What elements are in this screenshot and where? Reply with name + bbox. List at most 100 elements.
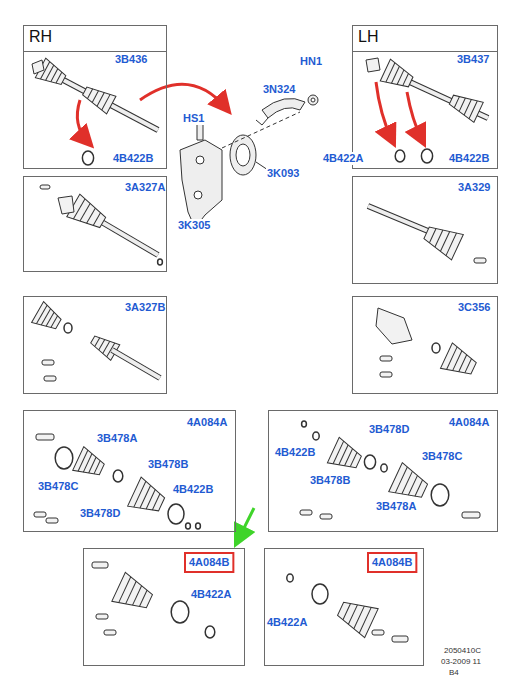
snap-ring xyxy=(313,432,319,440)
callout-number: HS1 xyxy=(182,112,205,125)
bolt xyxy=(320,514,332,519)
snap-ring xyxy=(168,504,184,524)
bolt xyxy=(34,512,46,517)
cv-boot xyxy=(67,194,109,234)
part-number: 3B478B xyxy=(147,458,189,471)
part-number: 4B422B xyxy=(448,152,490,165)
callout-number: HN1 xyxy=(299,55,323,68)
bolt xyxy=(104,630,116,635)
snap-ring xyxy=(312,584,328,604)
part-number: 3B478A xyxy=(375,500,417,513)
side-heading: LH xyxy=(357,28,379,46)
cv-boot xyxy=(334,594,378,637)
cv-boot xyxy=(327,437,364,474)
snap-ring xyxy=(431,484,449,506)
snap-ring xyxy=(364,455,375,469)
part-number: 3B437 xyxy=(456,53,490,66)
cv-joint xyxy=(58,196,74,214)
part-number: 4A084A xyxy=(448,416,490,429)
snap-ring xyxy=(113,470,123,482)
cv-boot xyxy=(128,477,169,519)
shaft xyxy=(112,350,160,378)
shaft xyxy=(52,74,158,130)
cv-boot xyxy=(421,220,464,260)
part-number: 4B422B xyxy=(274,446,316,459)
part-number: 3B436 xyxy=(114,53,148,66)
date-code: 03-2009 11 xyxy=(441,657,481,667)
snap-ring xyxy=(287,574,293,582)
part-number: 4A084B xyxy=(188,556,230,569)
bolt xyxy=(92,562,108,568)
callout-number: 3N324 xyxy=(262,83,296,96)
cv-boot xyxy=(447,90,483,123)
part-number: 4B422A xyxy=(322,152,364,165)
bolt xyxy=(44,376,56,381)
sheet-code: B4 xyxy=(449,668,459,678)
snap-ring xyxy=(432,343,440,353)
part-panel: 3A329 xyxy=(352,176,498,284)
part-panel: 4A084A 3B478A 3B478C 3B478B 3B478D 4B422B xyxy=(23,410,236,532)
callout-number: 3K093 xyxy=(266,167,300,180)
part-number: 4A084B xyxy=(371,556,413,569)
part-panel: 3A327A xyxy=(23,176,167,272)
part-number: 4B422B xyxy=(112,152,154,165)
bolt xyxy=(96,614,108,619)
bolt xyxy=(380,372,392,377)
spline-end xyxy=(32,60,44,74)
bolt xyxy=(392,636,408,642)
cv-boot xyxy=(80,82,116,114)
part-number: 4B422B xyxy=(172,483,214,496)
snap-ring xyxy=(64,323,72,333)
part-number: 3B478C xyxy=(421,450,463,463)
bolt xyxy=(372,630,384,635)
cv-boot xyxy=(112,572,156,615)
center-bearing-assembly xyxy=(180,95,318,228)
part-number: 3A329 xyxy=(457,181,491,194)
part-number: 3A327B xyxy=(124,301,166,314)
part-number: 3B478B xyxy=(309,474,351,487)
snap-ring xyxy=(302,421,307,427)
cv-boot xyxy=(88,332,120,361)
side-heading: RH xyxy=(28,28,53,46)
bolt xyxy=(36,434,54,440)
snap-ring xyxy=(82,151,93,165)
part-number: 3B478C xyxy=(37,480,79,493)
cv-joint xyxy=(376,308,412,344)
bolt xyxy=(462,512,480,518)
part-panel: 3C356 xyxy=(352,296,498,394)
part-number: 3B478D xyxy=(79,507,121,520)
part-number: 3B478A xyxy=(96,432,138,445)
bolt xyxy=(380,356,392,361)
snap-ring xyxy=(55,447,73,469)
bolt xyxy=(40,185,50,189)
part-number: 4B422A xyxy=(190,588,232,601)
snap-ring xyxy=(196,523,201,529)
drawing-number: 2050410C xyxy=(444,646,481,656)
bolt xyxy=(474,258,486,263)
part-panel: 4A084B 4B422A xyxy=(83,548,245,666)
cv-boot xyxy=(73,447,108,482)
part-panel: 4A084B 4B422A xyxy=(264,548,424,666)
bolt xyxy=(46,518,58,523)
highlight-box xyxy=(185,553,233,572)
cv-boot xyxy=(389,463,432,506)
snap-ring xyxy=(395,150,405,162)
cv-boot xyxy=(440,343,479,381)
bolt xyxy=(42,360,54,365)
part-number: 4B422A xyxy=(266,616,308,629)
part-number: 3B478D xyxy=(368,423,410,436)
part-panel: RH 3B436 4B422B xyxy=(23,25,167,169)
highlight-box xyxy=(368,553,416,572)
part-panel: LH3B4374B422A4B422B xyxy=(352,25,498,169)
cv-boot xyxy=(380,59,416,93)
part-number: 4A084A xyxy=(186,416,228,429)
callout-number: 3K305 xyxy=(177,219,211,232)
part-panel: 4A084A 4B422B 3B478D 3B478B 3B478A 3B478C xyxy=(268,410,498,532)
snap-ring xyxy=(205,626,215,638)
snap-ring xyxy=(421,149,432,163)
snap-ring xyxy=(381,464,387,472)
part-number: 3A327A xyxy=(124,181,166,194)
shaft xyxy=(112,350,160,378)
snap-ring xyxy=(171,601,189,623)
